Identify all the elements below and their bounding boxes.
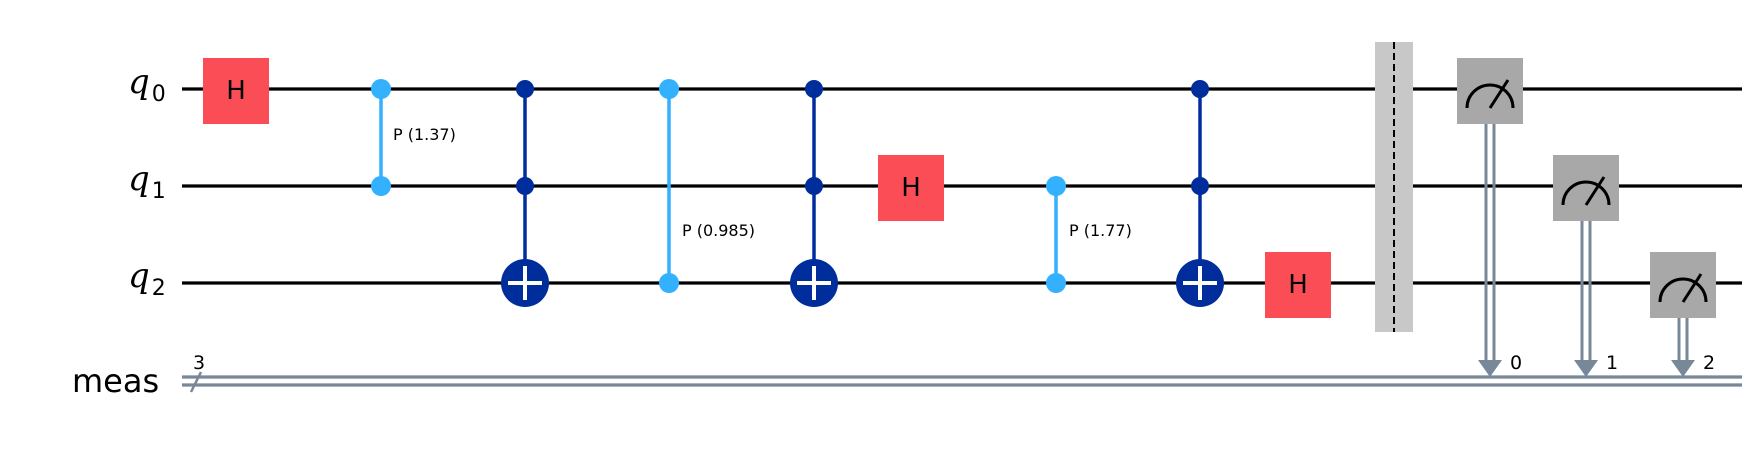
measure-gate-q1: 1 xyxy=(1553,155,1619,377)
measure-arrow-icon xyxy=(1478,360,1502,377)
hadamard-gate-q1: H xyxy=(878,155,944,221)
control-dot xyxy=(516,177,534,195)
gate-box xyxy=(1457,58,1523,124)
register-width-slash xyxy=(189,371,203,393)
gate-box xyxy=(1265,252,1331,318)
control-dot xyxy=(1046,273,1066,293)
hadamard-gate-q2: H xyxy=(1265,252,1331,318)
barrier xyxy=(1375,42,1413,332)
toffoli-gate-2 xyxy=(790,80,838,307)
gate-param-label: P (1.77) xyxy=(1069,221,1132,240)
gate-label: H xyxy=(226,76,246,106)
measure-bit-label: 2 xyxy=(1703,352,1715,374)
measure-arrow-icon xyxy=(1574,360,1598,377)
meter-icon xyxy=(1465,83,1515,109)
measure-bit-label: 0 xyxy=(1510,352,1522,374)
measure-arrow-icon xyxy=(1671,360,1695,377)
gate-label: H xyxy=(1288,270,1308,300)
qubit-label-q2: q2 xyxy=(128,256,166,301)
gate-box xyxy=(1650,252,1716,318)
controlled-phase-gate-3: P (1.77) xyxy=(1046,176,1132,293)
qubit-label-q0: q0 xyxy=(128,62,166,107)
toffoli-gate-1 xyxy=(501,80,549,307)
meter-icon xyxy=(1561,180,1611,206)
classical-register-label: meas xyxy=(72,362,159,400)
measure-bit-label: 1 xyxy=(1606,352,1618,374)
measure-gate-q2: 2 xyxy=(1650,252,1716,377)
classical-wire: 3 xyxy=(182,352,1742,393)
control-dot xyxy=(516,80,534,98)
hadamard-gate-q0: H xyxy=(203,58,269,124)
control-dot xyxy=(659,273,679,293)
gate-param-label: P (0.985) xyxy=(682,221,755,240)
gate-box xyxy=(203,58,269,124)
control-dot xyxy=(805,177,823,195)
qubit-label-q1: q1 xyxy=(128,159,166,204)
control-dot xyxy=(1046,176,1066,196)
toffoli-gate-3 xyxy=(1176,80,1224,307)
control-dot xyxy=(371,79,391,99)
control-dot xyxy=(1191,177,1209,195)
gate-param-label: P (1.37) xyxy=(393,125,456,144)
control-dot xyxy=(805,80,823,98)
control-dot xyxy=(371,176,391,196)
register-labels: q0 q1 q2 meas xyxy=(72,62,166,400)
gate-box xyxy=(1553,155,1619,221)
measure-gate-q0: 0 xyxy=(1457,58,1523,377)
gate-label: H xyxy=(901,173,921,203)
controlled-phase-gate-1: P (1.37) xyxy=(371,79,456,196)
gate-box xyxy=(878,155,944,221)
control-dot xyxy=(1191,80,1209,98)
controlled-phase-gate-2: P (0.985) xyxy=(659,79,755,293)
register-width-label: 3 xyxy=(193,352,205,374)
control-dot xyxy=(659,79,679,99)
meter-icon xyxy=(1658,277,1708,303)
